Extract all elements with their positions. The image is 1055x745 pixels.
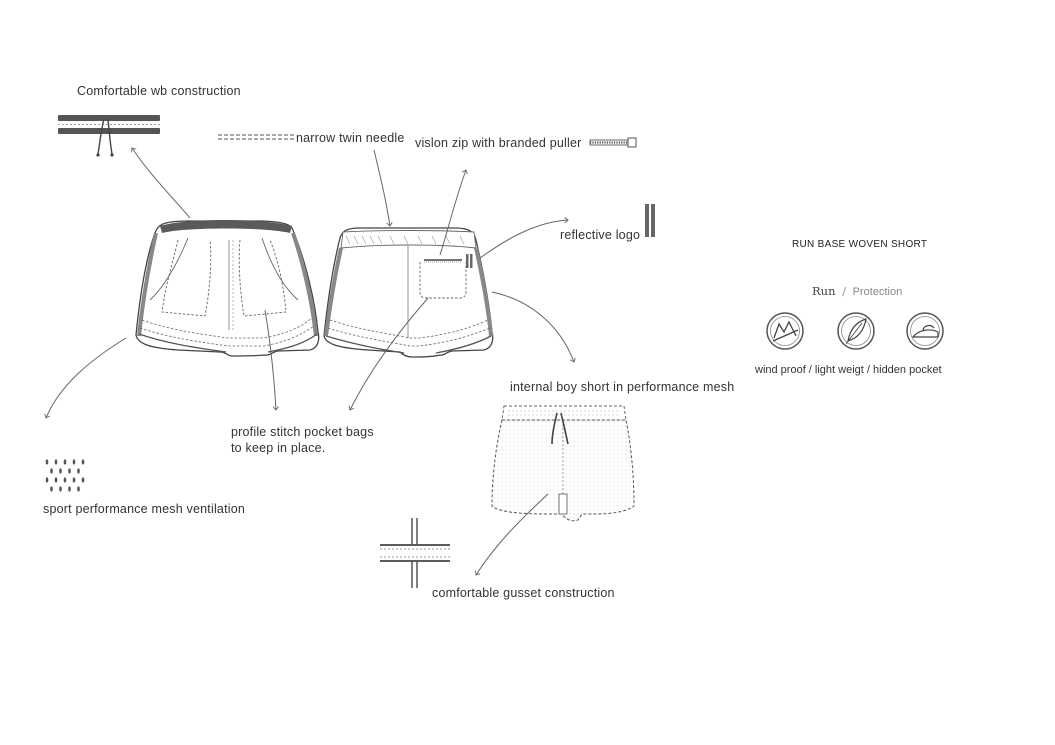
- wind-proof-icon: [766, 312, 804, 350]
- mesh-ventilation-swatch-icon: [45, 459, 85, 492]
- back-short-sketch: [323, 227, 494, 358]
- reflective-logo-icon: [645, 204, 655, 237]
- arrow-zip: [439, 170, 466, 256]
- hidden-pocket-icon: [906, 312, 944, 350]
- waistband-construction-label: Comfortable wb construction: [77, 84, 241, 98]
- pocket-bags-label-line2: to keep in place.: [231, 441, 326, 455]
- pocket-bags-label-line1: profile stitch pocket bags: [231, 425, 374, 439]
- pocket-bags-label: profile stitch pocket bags to keep in pl…: [231, 424, 391, 456]
- front-short-sketch: [135, 220, 320, 357]
- subcategory-name: Protection: [852, 286, 903, 298]
- arrow-reflective: [479, 220, 568, 259]
- zip-puller-icon: [589, 137, 637, 148]
- product-title: RUN BASE WOVEN SHORT: [792, 239, 928, 250]
- category-name: Run: [812, 284, 836, 298]
- gusset-label: comfortable gusset construction: [432, 586, 615, 600]
- arrow-internal: [491, 291, 574, 362]
- feather-icon: [837, 312, 875, 350]
- arrow-pocket-back: [350, 297, 429, 410]
- callout-arrows: [46, 148, 574, 575]
- gusset-seam-icon: [380, 518, 450, 588]
- twin-needle-label: narrow twin needle: [296, 131, 405, 145]
- product-category: Run / Protection: [812, 284, 902, 298]
- internal-short-label: internal boy short in performance mesh: [510, 380, 735, 394]
- waistband-detail-icon: [58, 115, 160, 157]
- reflective-logo-label: reflective logo: [560, 228, 641, 242]
- arrow-twin-needle: [373, 149, 390, 226]
- zip-label: vislon zip with branded puller: [415, 136, 582, 150]
- arrow-pocket-front: [264, 309, 276, 410]
- twin-needle-stitch-icon: [218, 134, 296, 140]
- arrow-waistband: [132, 148, 191, 219]
- arrow-mesh: [46, 337, 127, 418]
- category-separator: /: [842, 284, 847, 298]
- mesh-ventilation-label: sport performance mesh ventilation: [43, 502, 246, 516]
- features-caption: wind proof / light weigt / hidden pocket: [755, 364, 942, 376]
- internal-mesh-short-sketch: [491, 405, 635, 522]
- arrow-gusset: [476, 493, 549, 575]
